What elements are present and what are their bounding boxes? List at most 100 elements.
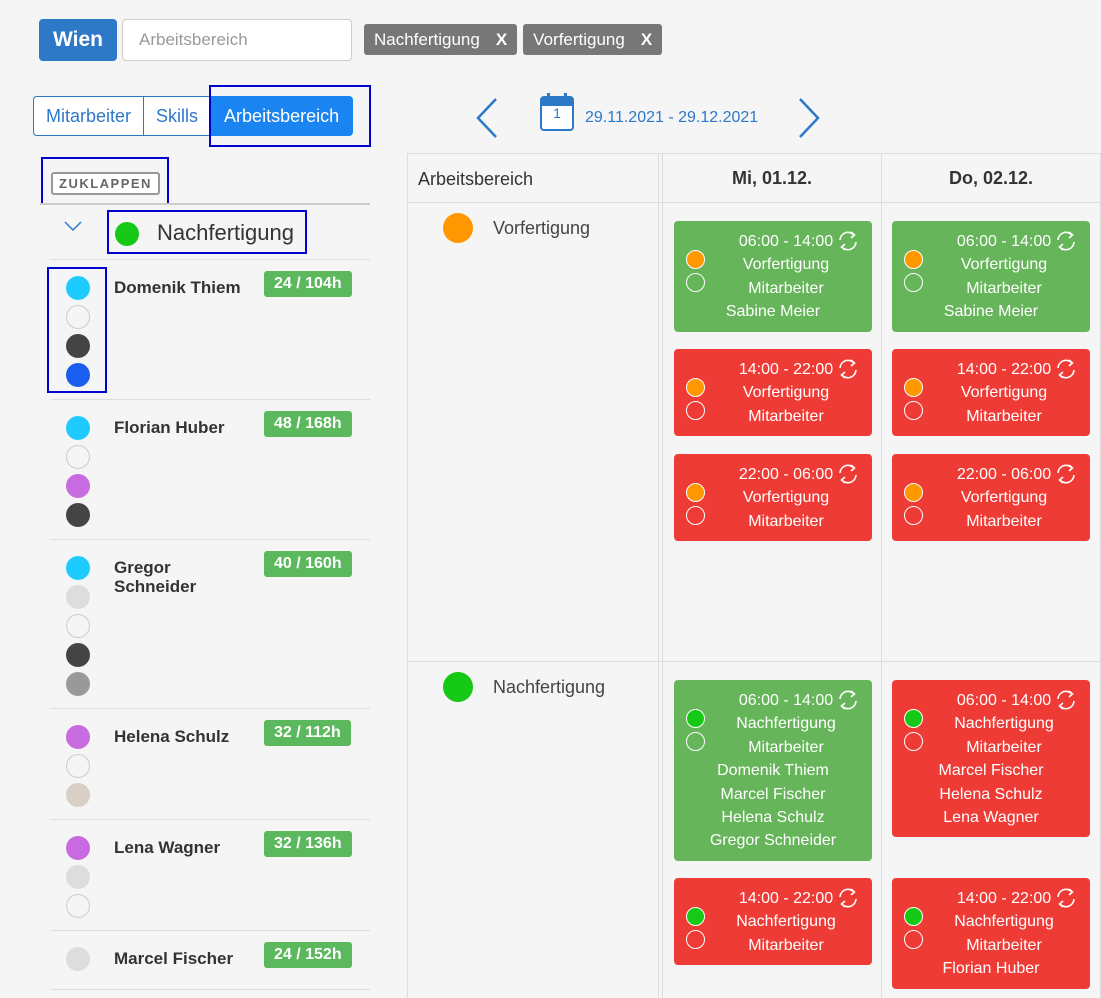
employee-row[interactable]: Helena Schulz 32 / 112h: [51, 709, 370, 820]
shift-area: Vorfertigung: [960, 256, 1048, 274]
tab-mitarbeiter[interactable]: Mitarbeiter: [33, 96, 145, 136]
employee-row[interactable]: Florian Huber 48 / 168h: [51, 400, 370, 540]
divider: [40, 203, 370, 205]
calendar-icon[interactable]: [540, 93, 574, 131]
shift-person[interactable]: Marcel Fischer: [720, 785, 826, 803]
shift-role: Mitarbeiter: [748, 936, 824, 954]
group-header[interactable]: Nachfertigung: [40, 207, 370, 259]
tab-skills[interactable]: Skills: [144, 96, 212, 136]
calendar-day: 1: [553, 105, 561, 121]
sync-icon[interactable]: [836, 357, 860, 381]
employee-row[interactable]: Marcel Fischer 24 / 152h: [51, 931, 370, 990]
skill-dot: [66, 276, 90, 300]
skill-dot: [66, 556, 90, 580]
grid-line: [881, 153, 882, 998]
employee-row[interactable]: Gregor Schneider 40 / 160h: [51, 540, 370, 709]
city-button[interactable]: Wien: [39, 18, 117, 61]
shift-card[interactable]: 22:00 - 06:00 Vorfertigung Mitarbeiter: [674, 454, 872, 542]
sync-icon[interactable]: [836, 229, 860, 253]
role-dot: [686, 930, 705, 949]
shift-area: Nachfertigung: [954, 715, 1054, 733]
skill-dots: [66, 556, 90, 701]
shift-person[interactable]: Gregor Schneider: [709, 832, 837, 850]
skill-dots: [66, 416, 90, 532]
shift-time-row: 14:00 - 22:00: [892, 358, 1090, 381]
shift-role: Mitarbeiter: [748, 279, 824, 297]
group-name: Nachfertigung: [157, 220, 294, 245]
shift-role: Mitarbeiter: [966, 738, 1042, 756]
sync-icon[interactable]: [836, 688, 860, 712]
shift-dots: [686, 250, 705, 296]
skill-dot: [66, 474, 90, 498]
remove-chip-button[interactable]: X: [640, 29, 653, 49]
shift-person[interactable]: Marcel Fischer: [938, 762, 1044, 780]
sync-icon[interactable]: [1054, 357, 1078, 381]
shift-person[interactable]: Sabine Meier: [943, 303, 1039, 321]
shift-person[interactable]: Sabine Meier: [725, 303, 821, 321]
employee-row[interactable]: Lena Wagner 32 / 136h: [51, 820, 370, 931]
sync-icon[interactable]: [1054, 886, 1078, 910]
sync-icon[interactable]: [1054, 229, 1078, 253]
shift-role: Mitarbeiter: [966, 512, 1042, 530]
shift-time-row: 14:00 - 22:00: [892, 887, 1090, 910]
shift-card[interactable]: 14:00 - 22:00 Vorfertigung Mitarbeiter: [892, 349, 1090, 437]
shift-area: Nachfertigung: [954, 913, 1054, 931]
role-dot: [686, 273, 705, 292]
area-search-input[interactable]: [121, 18, 352, 61]
shift-time: 22:00 - 06:00: [956, 466, 1052, 483]
tab-arbeitsbereich[interactable]: Arbeitsbereich: [211, 96, 354, 136]
grid-line: [407, 661, 1101, 662]
shift-person[interactable]: Domenik Thiem: [717, 762, 829, 780]
remove-chip-button[interactable]: X: [495, 29, 508, 49]
sync-icon[interactable]: [836, 462, 860, 486]
shift-person[interactable]: Helena Schulz: [721, 809, 825, 827]
day-header: Mi, 01.12.: [731, 168, 813, 188]
role-dot: [686, 401, 705, 420]
shift-card[interactable]: 14:00 - 22:00 Vorfertigung Mitarbeiter: [674, 349, 872, 437]
skill-dots: [66, 947, 90, 976]
chip-label: Vorfertigung: [533, 29, 625, 49]
shift-role: Mitarbeiter: [966, 936, 1042, 954]
skill-dot: [66, 894, 90, 918]
shift-role: Mitarbeiter: [748, 512, 824, 530]
prev-period-icon[interactable]: [475, 96, 499, 140]
collapse-button[interactable]: ZUKLAPPEN: [51, 172, 160, 195]
chip-label: Nachfertigung: [373, 29, 480, 49]
shift-person[interactable]: Helena Schulz: [939, 785, 1043, 803]
skill-dot: [66, 643, 90, 667]
area-label-vorfertigung: Vorfertigung: [443, 213, 590, 243]
grid-line: [407, 153, 1101, 154]
employee-row[interactable]: Domenik Thiem 24 / 104h: [51, 260, 370, 400]
divider: [51, 259, 370, 260]
area-dot: [904, 483, 923, 502]
shift-card[interactable]: 22:00 - 06:00 Vorfertigung Mitarbeiter: [892, 454, 1090, 542]
employee-name: Gregor Schneider: [114, 558, 197, 596]
sync-icon[interactable]: [836, 886, 860, 910]
shift-time-row: 06:00 - 14:00: [892, 230, 1090, 253]
shift-time-row: 06:00 - 14:00: [674, 689, 872, 712]
shift-card[interactable]: 14:00 - 22:00 Nachfertigung Mitarbeiter: [674, 878, 872, 966]
chevron-down-icon[interactable]: [63, 219, 83, 233]
shift-dots: [686, 709, 705, 755]
top-bar: Wien Nachfertigung X Vorfertigung X: [39, 18, 663, 61]
shift-area: Vorfertigung: [742, 256, 830, 274]
shift-dots: [904, 378, 923, 424]
shift-time-row: 14:00 - 22:00: [674, 887, 872, 910]
next-period-icon[interactable]: [797, 96, 821, 140]
shift-person[interactable]: Lena Wagner: [943, 809, 1039, 827]
sync-icon[interactable]: [1054, 688, 1078, 712]
role-dot: [904, 732, 923, 751]
shift-time-row: 22:00 - 06:00: [892, 463, 1090, 486]
sync-icon[interactable]: [1054, 462, 1078, 486]
shift-time: 06:00 - 14:00: [738, 233, 834, 250]
skill-dot: [66, 614, 90, 638]
area-dot: [904, 378, 923, 397]
shift-dots: [686, 907, 705, 953]
shift-person[interactable]: Florian Huber: [942, 960, 1040, 978]
area-column-header: Arbeitsbereich: [418, 169, 534, 189]
